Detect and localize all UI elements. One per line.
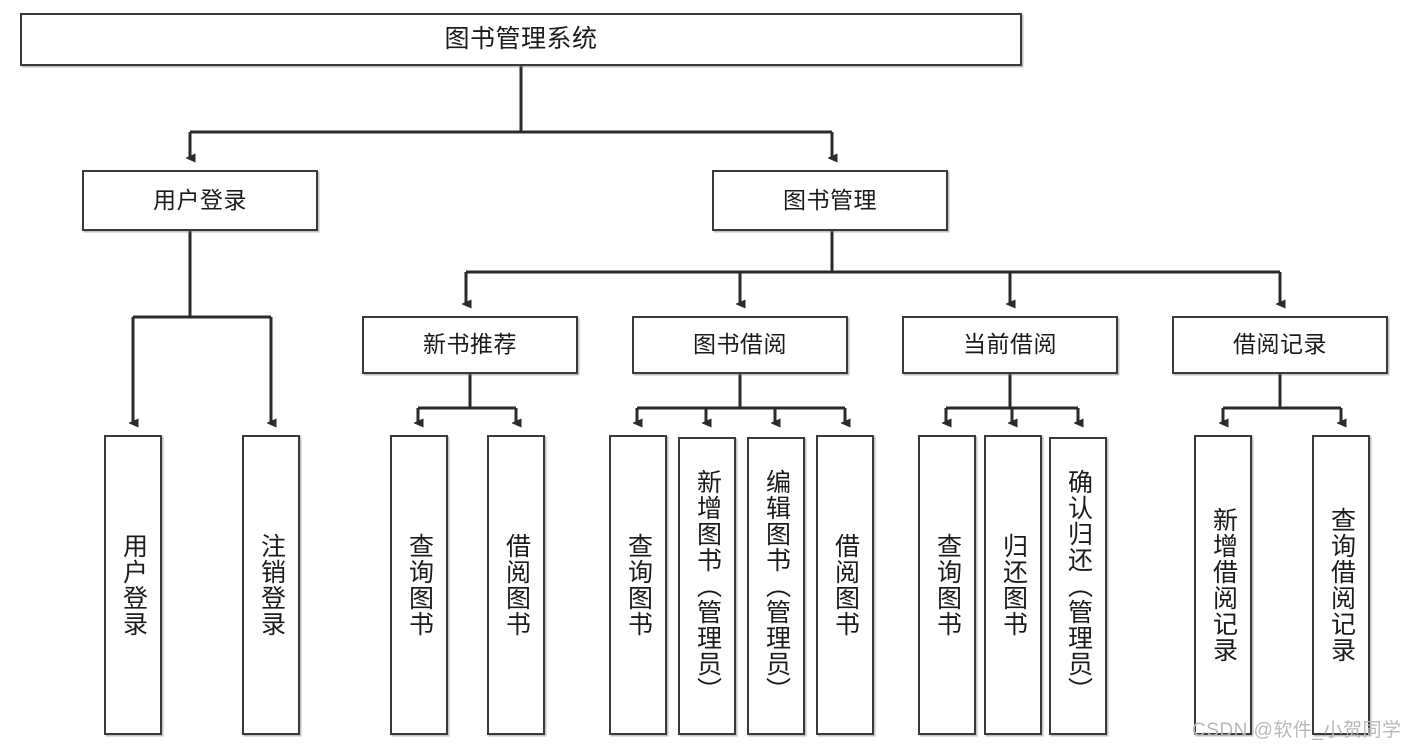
- leaf-user-login-logout[interactable]: 注销登录: [242, 435, 300, 735]
- node-label: 当前借阅: [963, 331, 1057, 358]
- node-root-system[interactable]: 图书管理系统: [20, 13, 1022, 66]
- node-new-book-recommend[interactable]: 新书推荐: [362, 316, 578, 374]
- leaf-borrow-borrow-book[interactable]: 借阅图书: [816, 435, 874, 735]
- node-label: 用户登录: [119, 533, 148, 637]
- leaf-current-query-book[interactable]: 查询图书: [918, 435, 976, 735]
- leaf-current-confirm-return-admin[interactable]: 确认归还（管理员）: [1049, 437, 1107, 735]
- node-label: 查询图书: [624, 533, 653, 637]
- node-label: 图书管理: [783, 186, 877, 213]
- node-user-login[interactable]: 用户登录: [82, 170, 318, 231]
- node-label: 归还图书: [999, 533, 1028, 637]
- leaf-borrow-query-book[interactable]: 查询图书: [609, 435, 667, 735]
- node-label: 借阅图书: [831, 533, 860, 637]
- node-label: 用户登录: [153, 186, 247, 213]
- node-label: 新增图书（管理员）: [693, 469, 722, 703]
- node-label: 查询借阅记录: [1327, 507, 1356, 663]
- leaf-user-login-login[interactable]: 用户登录: [104, 435, 162, 735]
- leaf-new-book-borrow[interactable]: 借阅图书: [487, 435, 545, 735]
- node-label: 确认归还（管理员）: [1064, 469, 1093, 703]
- leaf-borrow-add-book-admin[interactable]: 新增图书（管理员）: [678, 437, 736, 735]
- node-label: 借阅图书: [502, 533, 531, 637]
- node-book-management[interactable]: 图书管理: [712, 170, 948, 231]
- leaf-record-add-borrow-record[interactable]: 新增借阅记录: [1194, 435, 1252, 735]
- node-label: 编辑图书（管理员）: [762, 469, 791, 703]
- node-label: 查询图书: [933, 533, 962, 637]
- leaf-borrow-edit-book-admin[interactable]: 编辑图书（管理员）: [747, 437, 805, 735]
- leaf-current-return-book[interactable]: 归还图书: [984, 435, 1042, 735]
- leaf-new-book-query[interactable]: 查询图书: [390, 435, 448, 735]
- node-borrow-record[interactable]: 借阅记录: [1172, 316, 1388, 374]
- node-label: 借阅记录: [1233, 331, 1327, 358]
- node-label: 新增借阅记录: [1209, 507, 1238, 663]
- node-label: 图书借阅: [693, 331, 787, 358]
- leaf-record-query-borrow-record[interactable]: 查询借阅记录: [1312, 435, 1370, 735]
- node-label: 图书管理系统: [444, 24, 598, 53]
- node-current-borrow[interactable]: 当前借阅: [902, 316, 1118, 374]
- node-label: 查询图书: [405, 533, 434, 637]
- node-label: 新书推荐: [423, 331, 517, 358]
- node-book-borrow[interactable]: 图书借阅: [632, 316, 848, 374]
- node-label: 注销登录: [257, 533, 286, 637]
